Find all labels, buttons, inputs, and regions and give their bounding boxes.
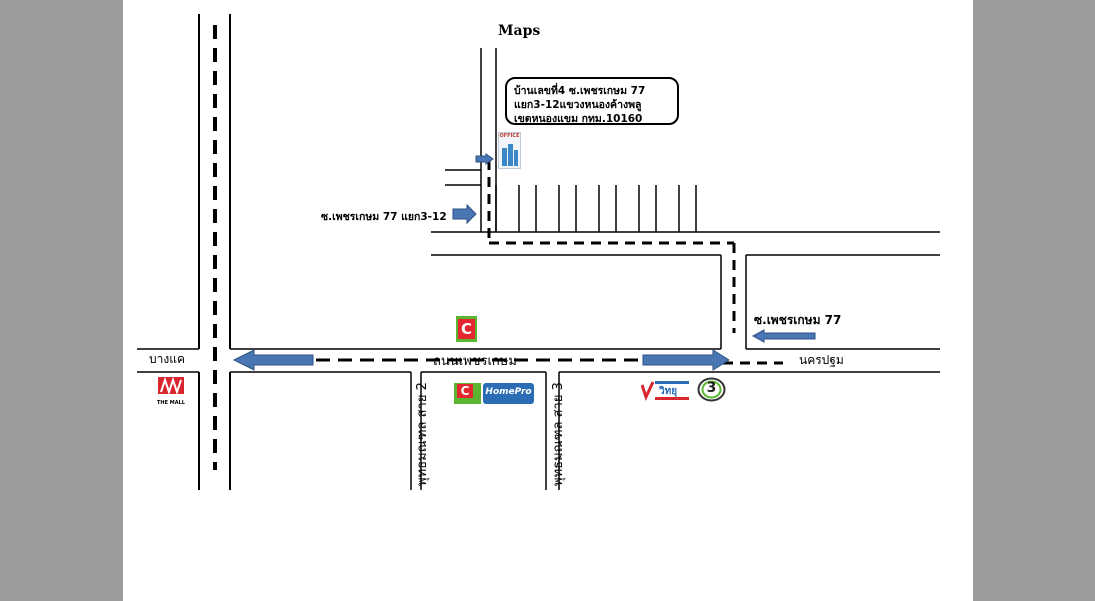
office-logo-text: OFFICE <box>499 133 520 139</box>
homepro-text: HomePro <box>485 387 532 397</box>
soi77-label: ซ.เพชรเกษม 77 <box>754 313 842 327</box>
road-map <box>137 14 940 490</box>
the-mall-mark <box>158 376 184 396</box>
bigc-logo-lower: C <box>454 383 481 404</box>
main-road-label: ถนนเพชรเกษม <box>433 354 517 369</box>
sai2-label: พุทธมณฑล สาย 2 <box>415 382 430 486</box>
channel-3-logo: 3 <box>697 377 726 402</box>
address-line-1: บ้านเลขที่4 ซ.เพชรเกษม 77 <box>514 85 646 97</box>
channel-3-text: 3 <box>706 380 717 396</box>
office-building-icon: OFFICE <box>498 132 521 169</box>
radio-station-mark <box>640 381 689 402</box>
soi-branch-label: ซ.เพชรเกษม 77 แยก3-12 <box>321 211 447 223</box>
arrow-to-bangkhae <box>232 349 314 371</box>
the-mall-text: THE MALL <box>157 400 185 406</box>
arrow-office <box>475 153 494 165</box>
sai3-label: พุทธมณฑล สาย 3 <box>551 382 566 486</box>
bigc-logo: C <box>456 316 477 342</box>
map-page: Maps บ้านเลขที่4 ซ.เพชรเกษม 77 แยก3-12แข… <box>123 0 973 601</box>
the-mall-logo: THE MALL <box>157 376 185 406</box>
lots <box>495 185 697 232</box>
radio-station-logo: วิทยุ <box>640 379 691 404</box>
address-line-3: เขตหนองแขม กทม.10160 <box>514 113 643 125</box>
bangkhae-label: บางแค <box>149 352 185 366</box>
address-box: บ้านเลขที่4 ซ.เพชรเกษม 77 แยก3-12แขวงหนอ… <box>505 77 679 125</box>
channel-3-mark <box>697 377 726 402</box>
radio-station-text: วิทยุ <box>659 386 678 397</box>
address-line-2: แยก3-12แขวงหนองค้างพลู <box>514 99 642 111</box>
map-title: Maps <box>498 23 541 39</box>
homepro-logo: HomePro <box>483 383 534 404</box>
bigc-letter: C <box>458 319 475 339</box>
arrow-soi-branch <box>452 203 477 225</box>
bigc-letter-lower: C <box>457 384 473 398</box>
arrow-soi77-label <box>751 329 816 343</box>
office-building-graphic <box>502 144 518 166</box>
nakhonpathom-label: นครปฐม <box>799 353 844 367</box>
arrow-to-soi77 <box>642 349 730 371</box>
